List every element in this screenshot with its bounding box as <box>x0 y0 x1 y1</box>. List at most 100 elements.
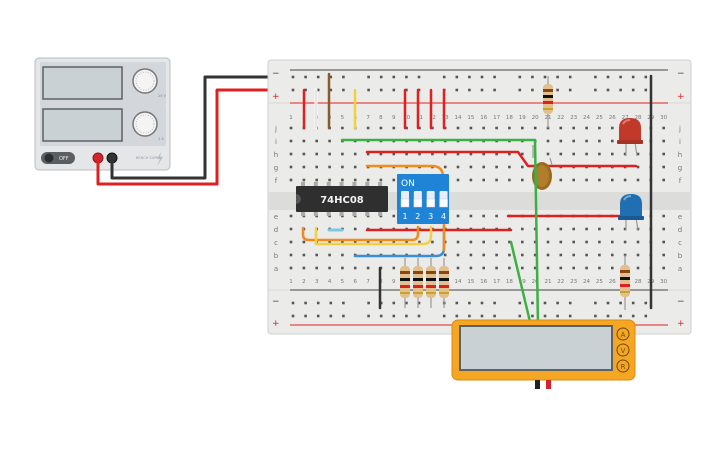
rail-hole[interactable] <box>316 88 320 92</box>
breadboard-hole[interactable] <box>662 240 665 244</box>
breadboard-hole[interactable] <box>572 152 575 156</box>
rail-hole[interactable] <box>455 88 459 92</box>
rail-hole[interactable] <box>493 301 496 305</box>
mode-button-r[interactable]: R <box>616 359 630 373</box>
rail-hole[interactable] <box>468 88 471 92</box>
breadboard-hole[interactable] <box>392 178 396 182</box>
rail-hole[interactable] <box>329 75 333 79</box>
breadboard-hole[interactable] <box>469 240 473 244</box>
rail-hole[interactable] <box>531 88 534 92</box>
rail-hole[interactable] <box>531 314 534 318</box>
rail-hole[interactable] <box>455 301 459 305</box>
breadboard-hole[interactable] <box>495 253 498 257</box>
rail-hole[interactable] <box>392 75 396 79</box>
breadboard-hole[interactable] <box>302 139 306 143</box>
rail-hole[interactable] <box>543 314 547 318</box>
rail-hole[interactable] <box>518 75 522 79</box>
breadboard-hole[interactable] <box>598 227 601 231</box>
rail-hole[interactable] <box>392 314 396 318</box>
rail-hole[interactable] <box>405 314 408 318</box>
rail-hole[interactable] <box>405 88 408 92</box>
breadboard-hole[interactable] <box>521 165 524 169</box>
rail-hole[interactable] <box>304 75 307 79</box>
breadboard-hole[interactable] <box>289 266 293 270</box>
breadboard-hole[interactable] <box>315 266 318 270</box>
rail-hole[interactable] <box>518 314 522 318</box>
breadboard-hole[interactable] <box>392 126 396 130</box>
rail-hole[interactable] <box>480 75 484 79</box>
breadboard-hole[interactable] <box>611 152 614 156</box>
breadboard-hole[interactable] <box>636 152 640 156</box>
rail-hole[interactable] <box>631 88 635 92</box>
rail-hole[interactable] <box>342 314 345 318</box>
breadboard-hole[interactable] <box>636 178 640 182</box>
breadboard-hole[interactable] <box>533 266 537 270</box>
breadboard-hole[interactable] <box>559 253 563 257</box>
breadboard-hole[interactable] <box>392 152 396 156</box>
breadboard-hole[interactable] <box>636 266 640 270</box>
breadboard-hole[interactable] <box>366 266 370 270</box>
led-red[interactable] <box>617 118 643 157</box>
rail-hole[interactable] <box>442 314 446 318</box>
breadboard-hole[interactable] <box>572 253 575 257</box>
breadboard-hole[interactable] <box>598 253 601 257</box>
breadboard-hole[interactable] <box>482 178 485 182</box>
rail-hole[interactable] <box>304 301 307 305</box>
breadboard-hole[interactable] <box>482 165 485 169</box>
rail-hole[interactable] <box>468 75 471 79</box>
breadboard-hole[interactable] <box>572 240 575 244</box>
rail-hole[interactable] <box>342 75 345 79</box>
breadboard-hole[interactable] <box>353 152 357 156</box>
breadboard-hole[interactable] <box>521 227 524 231</box>
wire-yellow-bottom[interactable] <box>314 225 433 246</box>
breadboard-hole[interactable] <box>559 126 563 130</box>
breadboard-hole[interactable] <box>289 152 293 156</box>
rail-hole[interactable] <box>606 314 610 318</box>
rail-hole[interactable] <box>367 75 370 79</box>
rail-hole[interactable] <box>304 88 307 92</box>
breadboard-hole[interactable] <box>469 253 473 257</box>
rail-hole[interactable] <box>644 314 648 318</box>
breadboard-hole[interactable] <box>392 266 396 270</box>
rail-hole[interactable] <box>291 75 295 79</box>
rail-hole[interactable] <box>568 75 572 79</box>
rail-hole[interactable] <box>493 88 496 92</box>
breadboard-hole[interactable] <box>418 152 421 156</box>
rail-hole[interactable] <box>392 301 396 305</box>
rail-hole[interactable] <box>619 88 622 92</box>
breadboard-hole[interactable] <box>443 165 447 169</box>
breadboard-hole[interactable] <box>392 214 396 218</box>
rail-hole[interactable] <box>568 301 572 305</box>
breadboard-hole[interactable] <box>353 178 357 182</box>
rail-hole[interactable] <box>304 314 307 318</box>
rail-hole[interactable] <box>556 75 559 79</box>
breadboard-hole[interactable] <box>559 240 563 244</box>
breadboard-hole[interactable] <box>302 266 306 270</box>
rail-hole[interactable] <box>405 301 408 305</box>
breadboard-hole[interactable] <box>598 178 601 182</box>
breadboard-hole[interactable] <box>598 266 601 270</box>
breadboard-hole[interactable] <box>315 152 318 156</box>
resistor-right[interactable] <box>620 255 630 310</box>
breadboard-hole[interactable] <box>572 266 575 270</box>
breadboard-hole[interactable] <box>431 126 434 130</box>
breadboard-hole[interactable] <box>636 165 640 169</box>
rail-hole[interactable] <box>644 301 648 305</box>
rail-hole[interactable] <box>480 88 484 92</box>
probe-jack-black[interactable] <box>535 380 540 389</box>
breadboard-hole[interactable] <box>289 139 293 143</box>
breadboard-hole[interactable] <box>418 126 421 130</box>
probe-wire-green-left[interactable] <box>509 240 533 328</box>
breadboard-hole[interactable] <box>598 139 601 143</box>
breadboard-hole[interactable] <box>559 266 563 270</box>
breadboard-hole[interactable] <box>546 139 550 143</box>
breadboard-hole[interactable] <box>482 214 485 218</box>
breadboard-hole[interactable] <box>611 227 614 231</box>
breadboard-hole[interactable] <box>521 152 524 156</box>
breadboard-hole[interactable] <box>353 165 357 169</box>
rail-hole[interactable] <box>405 75 408 79</box>
resistor-bank-3[interactable] <box>426 258 436 308</box>
breadboard-hole[interactable] <box>328 178 331 182</box>
rail-hole[interactable] <box>568 314 572 318</box>
rail-hole[interactable] <box>606 75 610 79</box>
